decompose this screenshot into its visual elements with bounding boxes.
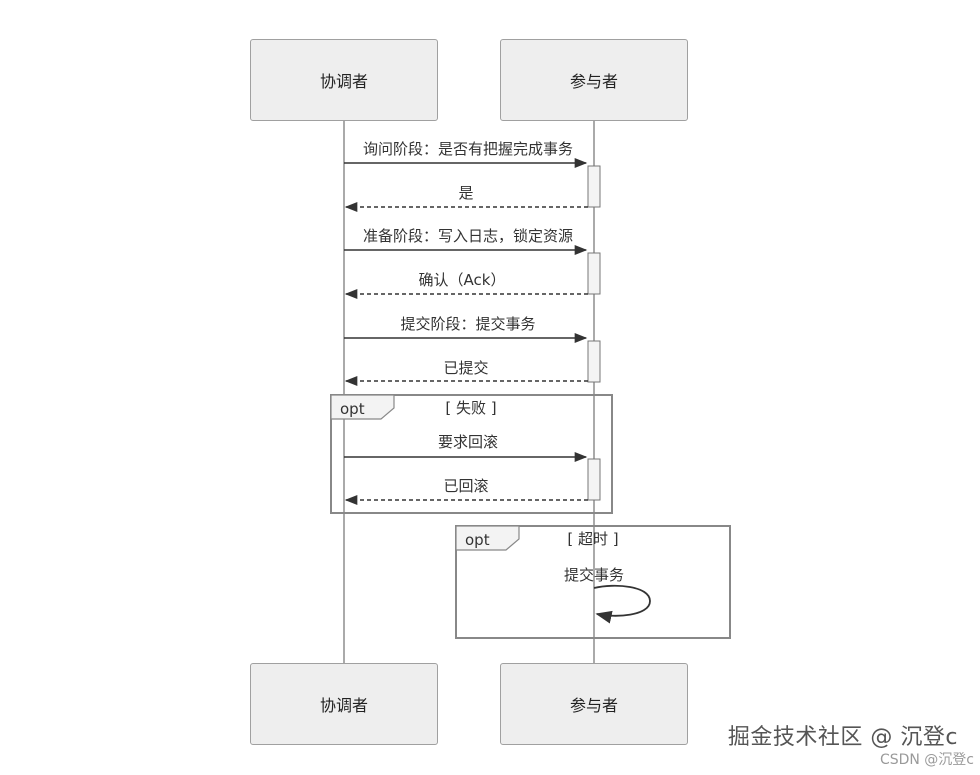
fragment-operator: opt xyxy=(465,531,490,549)
message-label: 询问阶段：是否有把握完成事务 xyxy=(363,140,573,158)
activation-bar xyxy=(587,340,601,383)
fragment-condition: [ 失败 ] xyxy=(445,399,496,417)
message-label: 提交阶段：提交事务 xyxy=(400,315,535,333)
message-label: 要求回滚 xyxy=(438,433,498,451)
self-message-arrow xyxy=(593,584,651,624)
actor-participant-top: 参与者 xyxy=(500,39,688,121)
opt-fragment-timeout xyxy=(455,525,731,639)
fragment-condition: [ 超时 ] xyxy=(567,530,618,548)
activation-bar xyxy=(587,165,601,208)
self-message-label: 提交事务 xyxy=(564,566,624,584)
actor-label: 协调者 xyxy=(319,696,368,715)
reply-label: 已回滚 xyxy=(443,477,488,495)
activation-bar xyxy=(587,252,601,295)
message-label: 准备阶段：写入日志，锁定资源 xyxy=(363,227,573,245)
reply-label: 已提交 xyxy=(443,359,488,377)
watermark-main: 掘金技术社区 @ 沉登c xyxy=(727,725,958,750)
actor-label: 协调者 xyxy=(319,72,368,91)
reply-label: 是 xyxy=(458,184,473,202)
actor-label: 参与者 xyxy=(569,72,618,91)
fragment-operator: opt xyxy=(340,400,365,418)
actor-coordinator-top: 协调者 xyxy=(250,39,438,121)
fragment-operator-tab xyxy=(455,525,520,551)
activation-bar xyxy=(587,458,601,501)
actor-participant-bottom: 参与者 xyxy=(500,663,688,745)
actor-coordinator-bottom: 协调者 xyxy=(250,663,438,745)
watermark-sub: CSDN @沉登c xyxy=(879,752,974,768)
opt-fragment-failure xyxy=(330,394,613,514)
fragment-operator-tab xyxy=(330,394,395,420)
reply-label: 确认（Ack） xyxy=(419,271,506,289)
actor-label: 参与者 xyxy=(569,696,618,715)
